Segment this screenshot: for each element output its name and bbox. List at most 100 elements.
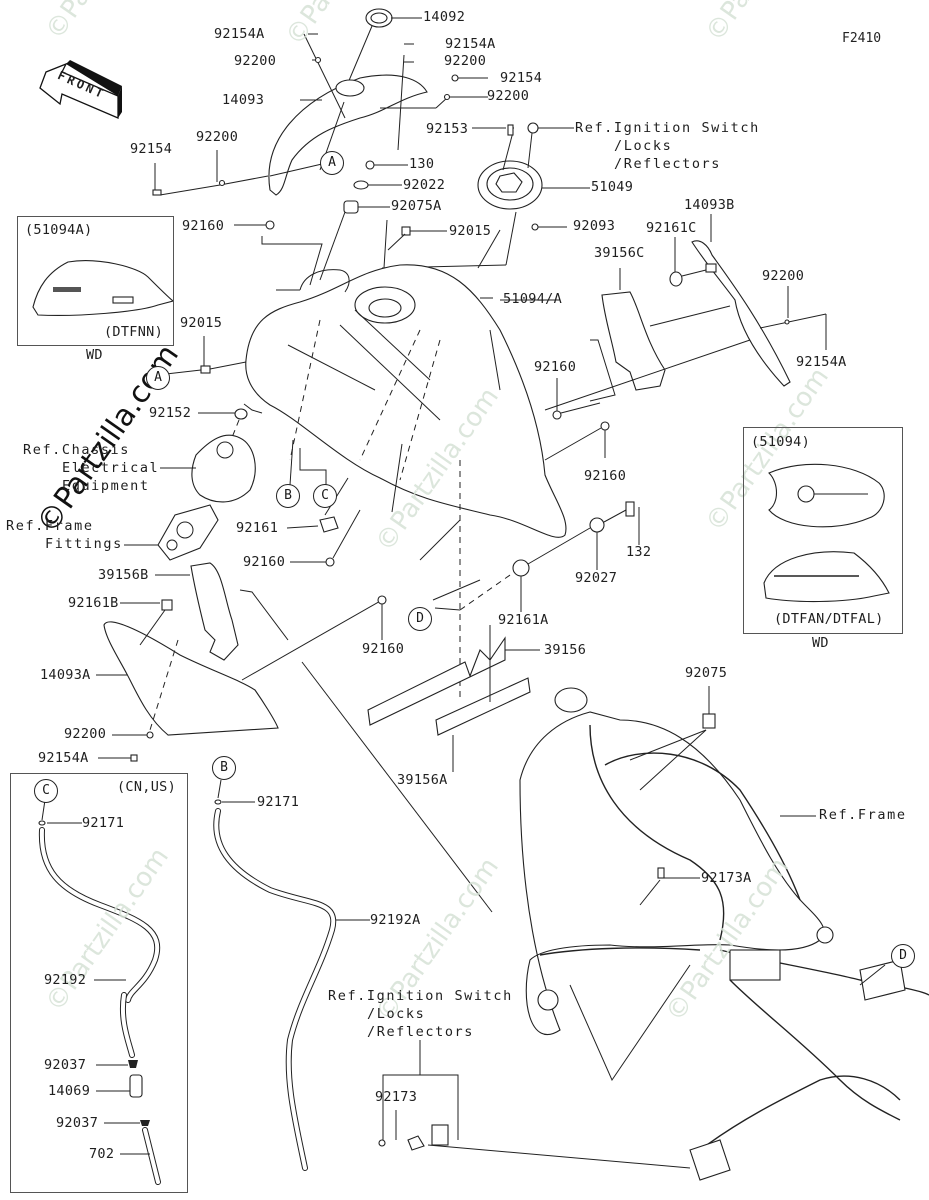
part-label-14069[interactable]: 14069 bbox=[48, 1083, 91, 1099]
part-label-14092[interactable]: 14092 bbox=[423, 9, 466, 25]
part-label-92160[interactable]: 92160 bbox=[243, 554, 286, 570]
ref-equipment[interactable]: Equipment bbox=[62, 478, 150, 494]
part-label-92173A[interactable]: 92173A bbox=[701, 870, 752, 886]
ref-frame-fittings[interactable]: Ref.Frame bbox=[6, 518, 94, 534]
part-label-92154A[interactable]: 92154A bbox=[38, 750, 89, 766]
part-label-92160[interactable]: 92160 bbox=[534, 359, 577, 375]
callout-d: D bbox=[408, 607, 432, 631]
ref-reflectors-top[interactable]: /Reflectors bbox=[614, 156, 722, 172]
part-label-92075[interactable]: 92075 bbox=[685, 665, 728, 681]
ref-reflectors-bottom[interactable]: /Reflectors bbox=[367, 1024, 475, 1040]
part-label-39156A[interactable]: 39156A bbox=[397, 772, 448, 788]
part-label-92154[interactable]: 92154 bbox=[500, 70, 543, 86]
part-label-92075A[interactable]: 92075A bbox=[391, 198, 442, 214]
hardware-92161 bbox=[286, 477, 361, 567]
part-label-92171[interactable]: 92171 bbox=[257, 794, 300, 810]
part-label-14093A[interactable]: 14093A bbox=[40, 667, 91, 683]
part-label-51094-A[interactable]: 51094/A bbox=[503, 291, 562, 307]
part-14093-cover bbox=[159, 74, 428, 196]
hardware-mid bbox=[234, 160, 447, 286]
part-label-39156B[interactable]: 39156B bbox=[98, 567, 149, 583]
part-label-92154A[interactable]: 92154A bbox=[214, 26, 265, 42]
callout-d: D bbox=[891, 944, 915, 968]
part-label-92154[interactable]: 92154 bbox=[130, 141, 173, 157]
part-14092-cap bbox=[344, 8, 422, 91]
part-label-92171[interactable]: 92171 bbox=[82, 815, 125, 831]
ref-chassis[interactable]: Ref.Chassis bbox=[23, 442, 131, 458]
inset-51094A: (51094A) (DTFNN) bbox=[17, 216, 174, 346]
part-label-92161B[interactable]: 92161B bbox=[68, 595, 119, 611]
ref-locks-top[interactable]: /Locks bbox=[614, 138, 673, 154]
figure-code: F2410 bbox=[842, 31, 882, 46]
ref-frame-fittings-part bbox=[124, 504, 219, 561]
part-51049-fuel-cap bbox=[381, 122, 590, 269]
part-label-92093[interactable]: 92093 bbox=[573, 218, 616, 234]
part-label-92015[interactable]: 92015 bbox=[180, 315, 223, 331]
ref-locks-bottom[interactable]: /Locks bbox=[367, 1006, 426, 1022]
part-label-39156[interactable]: 39156 bbox=[544, 642, 587, 658]
inset-note: WD bbox=[86, 347, 103, 363]
part-label-92200[interactable]: 92200 bbox=[64, 726, 107, 742]
inset-cn-us-hoses: (CN,US) bbox=[10, 773, 188, 1193]
tank-side-view-icon bbox=[32, 260, 173, 316]
inset-part-number: (51094A) bbox=[25, 222, 93, 238]
hose-92192A bbox=[213, 779, 370, 1171]
part-92173-group bbox=[378, 1040, 459, 1151]
part-51094-fuel-tank bbox=[245, 229, 567, 700]
part-label-39156C[interactable]: 39156C bbox=[594, 245, 645, 261]
part-39156B-pad bbox=[155, 562, 289, 661]
region-label: (CN,US) bbox=[117, 779, 176, 795]
tank-top-and-side-view-icon bbox=[763, 463, 890, 603]
part-label-14093[interactable]: 14093 bbox=[222, 92, 265, 108]
part-label-130[interactable]: 130 bbox=[409, 156, 435, 172]
part-label-92160[interactable]: 92160 bbox=[362, 641, 405, 657]
ref-fittings[interactable]: Fittings bbox=[45, 536, 123, 552]
part-label-92152[interactable]: 92152 bbox=[149, 405, 192, 421]
part-label-92200[interactable]: 92200 bbox=[234, 53, 277, 69]
hardware-top bbox=[152, 33, 488, 196]
part-label-92160[interactable]: 92160 bbox=[182, 218, 225, 234]
part-label-92173[interactable]: 92173 bbox=[375, 1089, 418, 1105]
part-label-92161[interactable]: 92161 bbox=[236, 520, 279, 536]
part-label-702[interactable]: 702 bbox=[89, 1146, 115, 1162]
callout-a: A bbox=[320, 151, 344, 175]
part-label-92200[interactable]: 92200 bbox=[487, 88, 530, 104]
ref-ignition-switch-top[interactable]: Ref.Ignition Switch bbox=[575, 120, 760, 136]
part-label-92200[interactable]: 92200 bbox=[444, 53, 487, 69]
part-label-92161C[interactable]: 92161C bbox=[646, 220, 697, 236]
part-39156C-pad bbox=[589, 268, 731, 402]
hose-assembly-cn-us bbox=[38, 799, 161, 1185]
part-label-92200[interactable]: 92200 bbox=[762, 268, 805, 284]
part-label-92154A[interactable]: 92154A bbox=[796, 354, 847, 370]
ref-electrical[interactable]: Electrical bbox=[62, 460, 160, 476]
part-label-92161A[interactable]: 92161A bbox=[498, 612, 549, 628]
inset-variant: (DTFNN) bbox=[104, 324, 163, 340]
front-arrow-icon bbox=[39, 60, 122, 119]
callout-a: A bbox=[146, 366, 170, 390]
callout-c: C bbox=[313, 484, 337, 508]
hardware-rear bbox=[434, 501, 640, 612]
part-label-92015[interactable]: 92015 bbox=[449, 223, 492, 239]
callout-c: C bbox=[34, 779, 58, 803]
part-label-92027[interactable]: 92027 bbox=[575, 570, 618, 586]
part-label-92022[interactable]: 92022 bbox=[403, 177, 446, 193]
part-39156-pads bbox=[367, 579, 540, 772]
part-label-92192[interactable]: 92192 bbox=[44, 972, 87, 988]
part-label-92160[interactable]: 92160 bbox=[584, 468, 627, 484]
part-label-14093B[interactable]: 14093B bbox=[684, 197, 735, 213]
part-label-92200[interactable]: 92200 bbox=[196, 129, 239, 145]
part-label-92037[interactable]: 92037 bbox=[56, 1115, 99, 1131]
ref-ignition-switch-bottom[interactable]: Ref.Ignition Switch bbox=[328, 988, 513, 1004]
ref-chassis-electrical-part bbox=[160, 434, 256, 503]
part-label-92037[interactable]: 92037 bbox=[44, 1057, 87, 1073]
part-label-92192A[interactable]: 92192A bbox=[370, 912, 421, 928]
ref-frame-part bbox=[427, 686, 929, 1181]
part-label-51049[interactable]: 51049 bbox=[591, 179, 634, 195]
part-label-92153[interactable]: 92153 bbox=[426, 121, 469, 137]
part-label-132[interactable]: 132 bbox=[626, 544, 652, 560]
part-label-92154A[interactable]: 92154A bbox=[445, 36, 496, 52]
ref-frame[interactable]: Ref.Frame bbox=[819, 807, 907, 823]
inset-51094: (51094) (DTFAN/DTFAL) bbox=[743, 427, 903, 634]
